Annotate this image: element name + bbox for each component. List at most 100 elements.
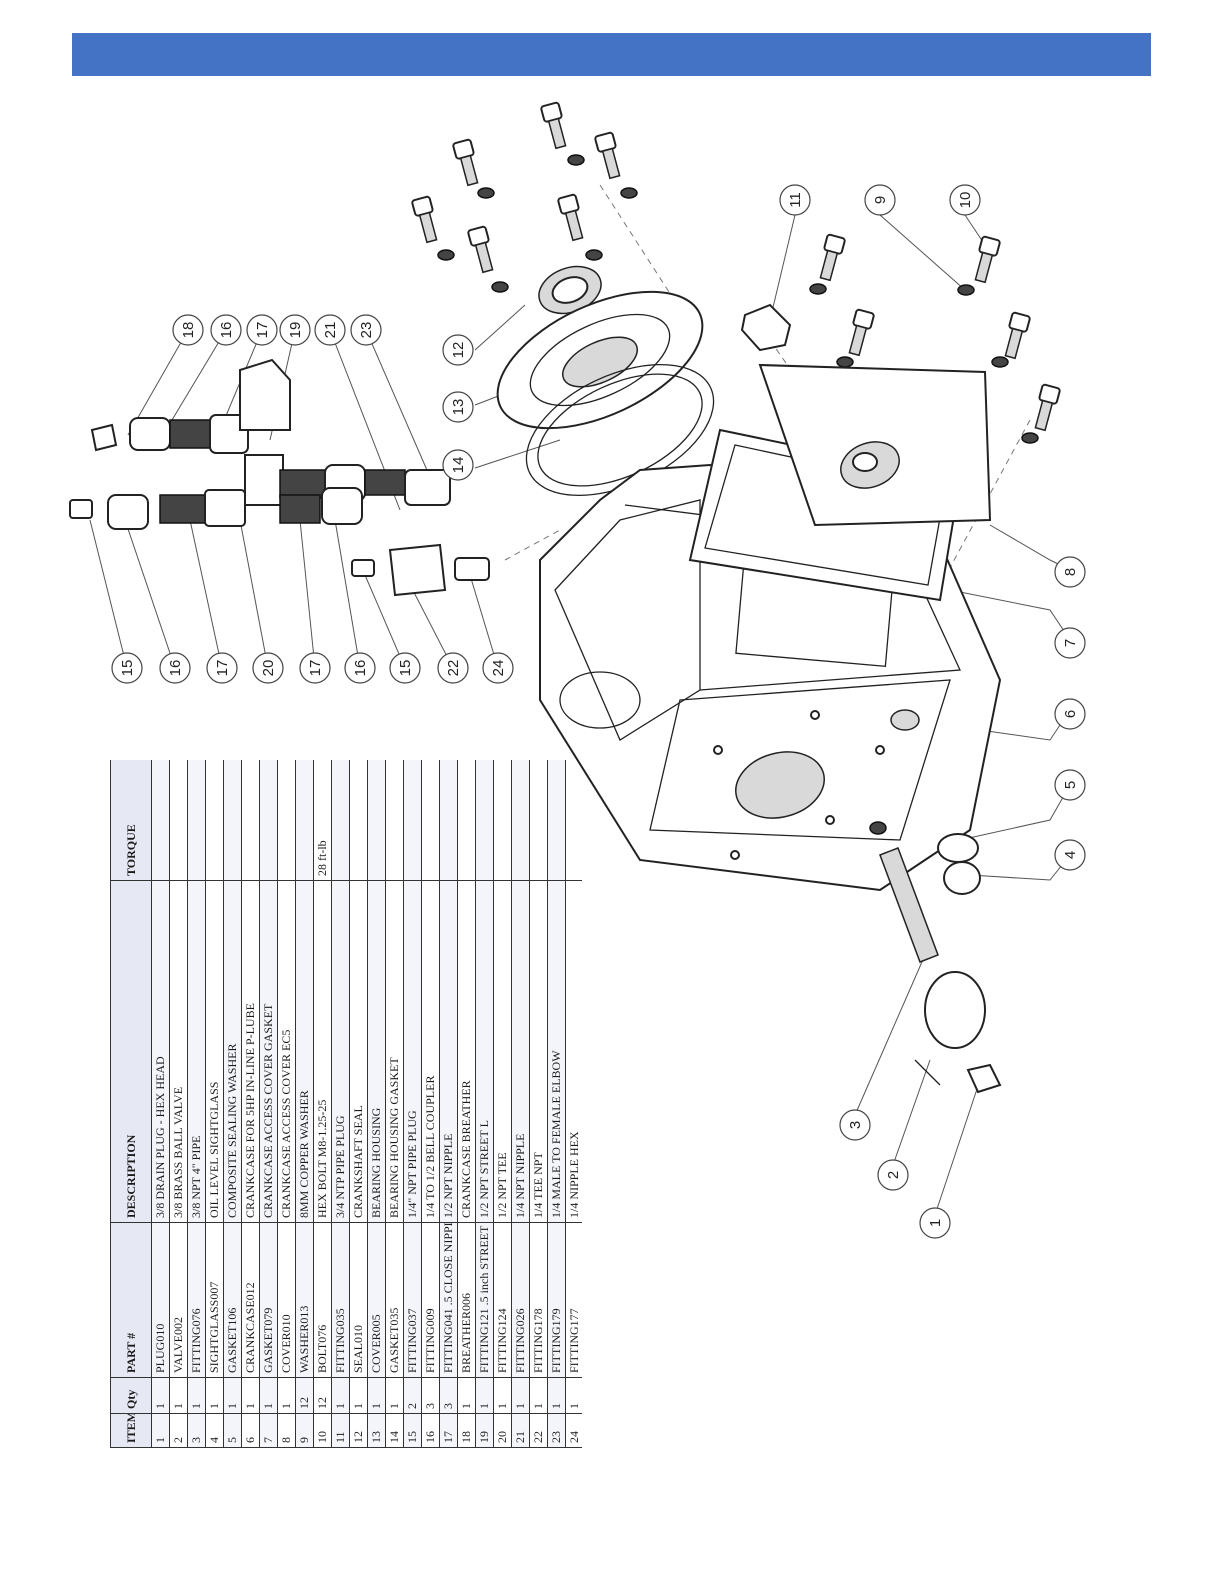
bom-cell: FITTING041 .5 CLOSE NIPPLE xyxy=(439,1222,458,1378)
bom-cell: 1 xyxy=(187,1377,206,1414)
svg-text:12: 12 xyxy=(450,342,467,359)
bom-cell: 6 xyxy=(241,1413,260,1448)
svg-text:19: 19 xyxy=(287,322,304,339)
bom-cell: GASKET079 xyxy=(259,1222,278,1378)
bom-cell: WASHER013 xyxy=(295,1222,314,1378)
callout-16: 16 xyxy=(210,314,242,346)
bom-cell: 4 xyxy=(205,1413,224,1448)
bom-cell xyxy=(241,760,260,881)
svg-text:1: 1 xyxy=(927,1219,944,1227)
callout-16: 16 xyxy=(159,652,191,684)
bom-cell: 17 xyxy=(439,1413,458,1448)
bom-cell xyxy=(439,760,458,881)
callout-19: 19 xyxy=(279,314,311,346)
bom-cell: 22 xyxy=(529,1413,548,1448)
leader-lines xyxy=(89,184,1071,1216)
bom-cell: 18 xyxy=(457,1413,476,1448)
bom-cell: BEARING HOUSING GASKET xyxy=(385,880,404,1223)
bom-cell: GASKET035 xyxy=(385,1222,404,1378)
svg-text:14: 14 xyxy=(450,457,467,474)
bom-cell xyxy=(187,760,206,881)
bom-cell: CRANKSHAFT SEAL xyxy=(349,880,368,1223)
bom-cell xyxy=(511,760,530,881)
callout-10: 10 xyxy=(949,184,981,216)
bom-cell: 1 xyxy=(511,1377,530,1414)
bom-cell: 1/4 NIPPLE HEX xyxy=(565,880,582,1223)
bom-cell: HEX BOLT M8-1.25-25 xyxy=(313,880,332,1223)
bom-cell: 20 xyxy=(493,1413,512,1448)
header-bar xyxy=(72,33,1151,76)
svg-text:17: 17 xyxy=(307,660,324,677)
bom-cell: 5 xyxy=(223,1413,242,1448)
bom-cell: 1 xyxy=(565,1377,582,1414)
bom-cell: 3/8 BRASS BALL VALVE xyxy=(169,880,188,1223)
bom-cell xyxy=(367,760,386,881)
callout-12: 12 xyxy=(442,334,474,366)
svg-text:22: 22 xyxy=(445,660,462,677)
bom-cell: 1 xyxy=(277,1377,296,1414)
bom-cell: CRANKCASE012 xyxy=(241,1222,260,1378)
bom-cell: 1 xyxy=(529,1377,548,1414)
bom-cell: 1 xyxy=(367,1377,386,1414)
bom-cell: 8MM COPPER WASHER xyxy=(295,880,314,1223)
svg-text:9: 9 xyxy=(872,196,889,204)
svg-text:3: 3 xyxy=(847,1121,864,1129)
bom-cell: 10 xyxy=(313,1413,332,1448)
bom-cell: FITTING035 xyxy=(331,1222,350,1378)
callout-4: 4 xyxy=(1054,839,1086,871)
bom-cell: 1 xyxy=(475,1377,494,1414)
svg-text:16: 16 xyxy=(352,660,369,677)
callout-9: 9 xyxy=(864,184,896,216)
bom-cell xyxy=(547,760,566,881)
bom-cell: 1 xyxy=(223,1377,242,1414)
svg-text:17: 17 xyxy=(214,660,231,677)
bom-cell: 1/2 NPT TEE xyxy=(493,880,512,1223)
callout-5: 5 xyxy=(1054,769,1086,801)
svg-text:4: 4 xyxy=(1062,851,1079,859)
bom-cell xyxy=(169,760,188,881)
bom-cell: PLUG010 xyxy=(151,1222,170,1378)
svg-text:6: 6 xyxy=(1062,710,1079,718)
svg-text:21: 21 xyxy=(322,322,339,339)
bom-cell: 1 xyxy=(385,1377,404,1414)
bom-cell: BREATHER006 xyxy=(457,1222,476,1378)
bom-header-cell: PART # xyxy=(110,1222,152,1378)
bom-cell: 11 xyxy=(331,1413,350,1448)
drain-assembly xyxy=(879,833,1002,1094)
callout-14: 14 xyxy=(442,449,474,481)
bom-cell: 1 xyxy=(169,1377,188,1414)
bom-cell xyxy=(205,760,224,881)
bom-cell xyxy=(259,760,278,881)
bom-cell: 1/2 NPT NIPPLE xyxy=(439,880,458,1223)
bom-cell: VALVE002 xyxy=(169,1222,188,1378)
bom-cell: FITTING037 xyxy=(403,1222,422,1378)
bom-cell xyxy=(331,760,350,881)
svg-text:8: 8 xyxy=(1062,568,1079,576)
svg-text:11: 11 xyxy=(787,192,804,208)
callout-3: 3 xyxy=(839,1109,871,1141)
callout-2: 2 xyxy=(877,1159,909,1191)
callout-17: 17 xyxy=(206,652,238,684)
bom-cell xyxy=(457,760,476,881)
bom-cell: 3 xyxy=(421,1377,440,1414)
bom-cell: 19 xyxy=(475,1413,494,1448)
bom-cell: 28 ft-lb xyxy=(313,760,332,881)
callout-23: 23 xyxy=(350,314,382,346)
bom-cell: COVER005 xyxy=(367,1222,386,1378)
bom-cell: 3 xyxy=(439,1377,458,1414)
bom-cell: 3/4 NTP PIPE PLUG xyxy=(331,880,350,1223)
bom-cell: 1/2 NPT STREET L xyxy=(475,880,494,1223)
bom-cell: FITTING178 xyxy=(529,1222,548,1378)
bom-cell: OIL LEVEL SIGHTGLASS xyxy=(205,880,224,1223)
